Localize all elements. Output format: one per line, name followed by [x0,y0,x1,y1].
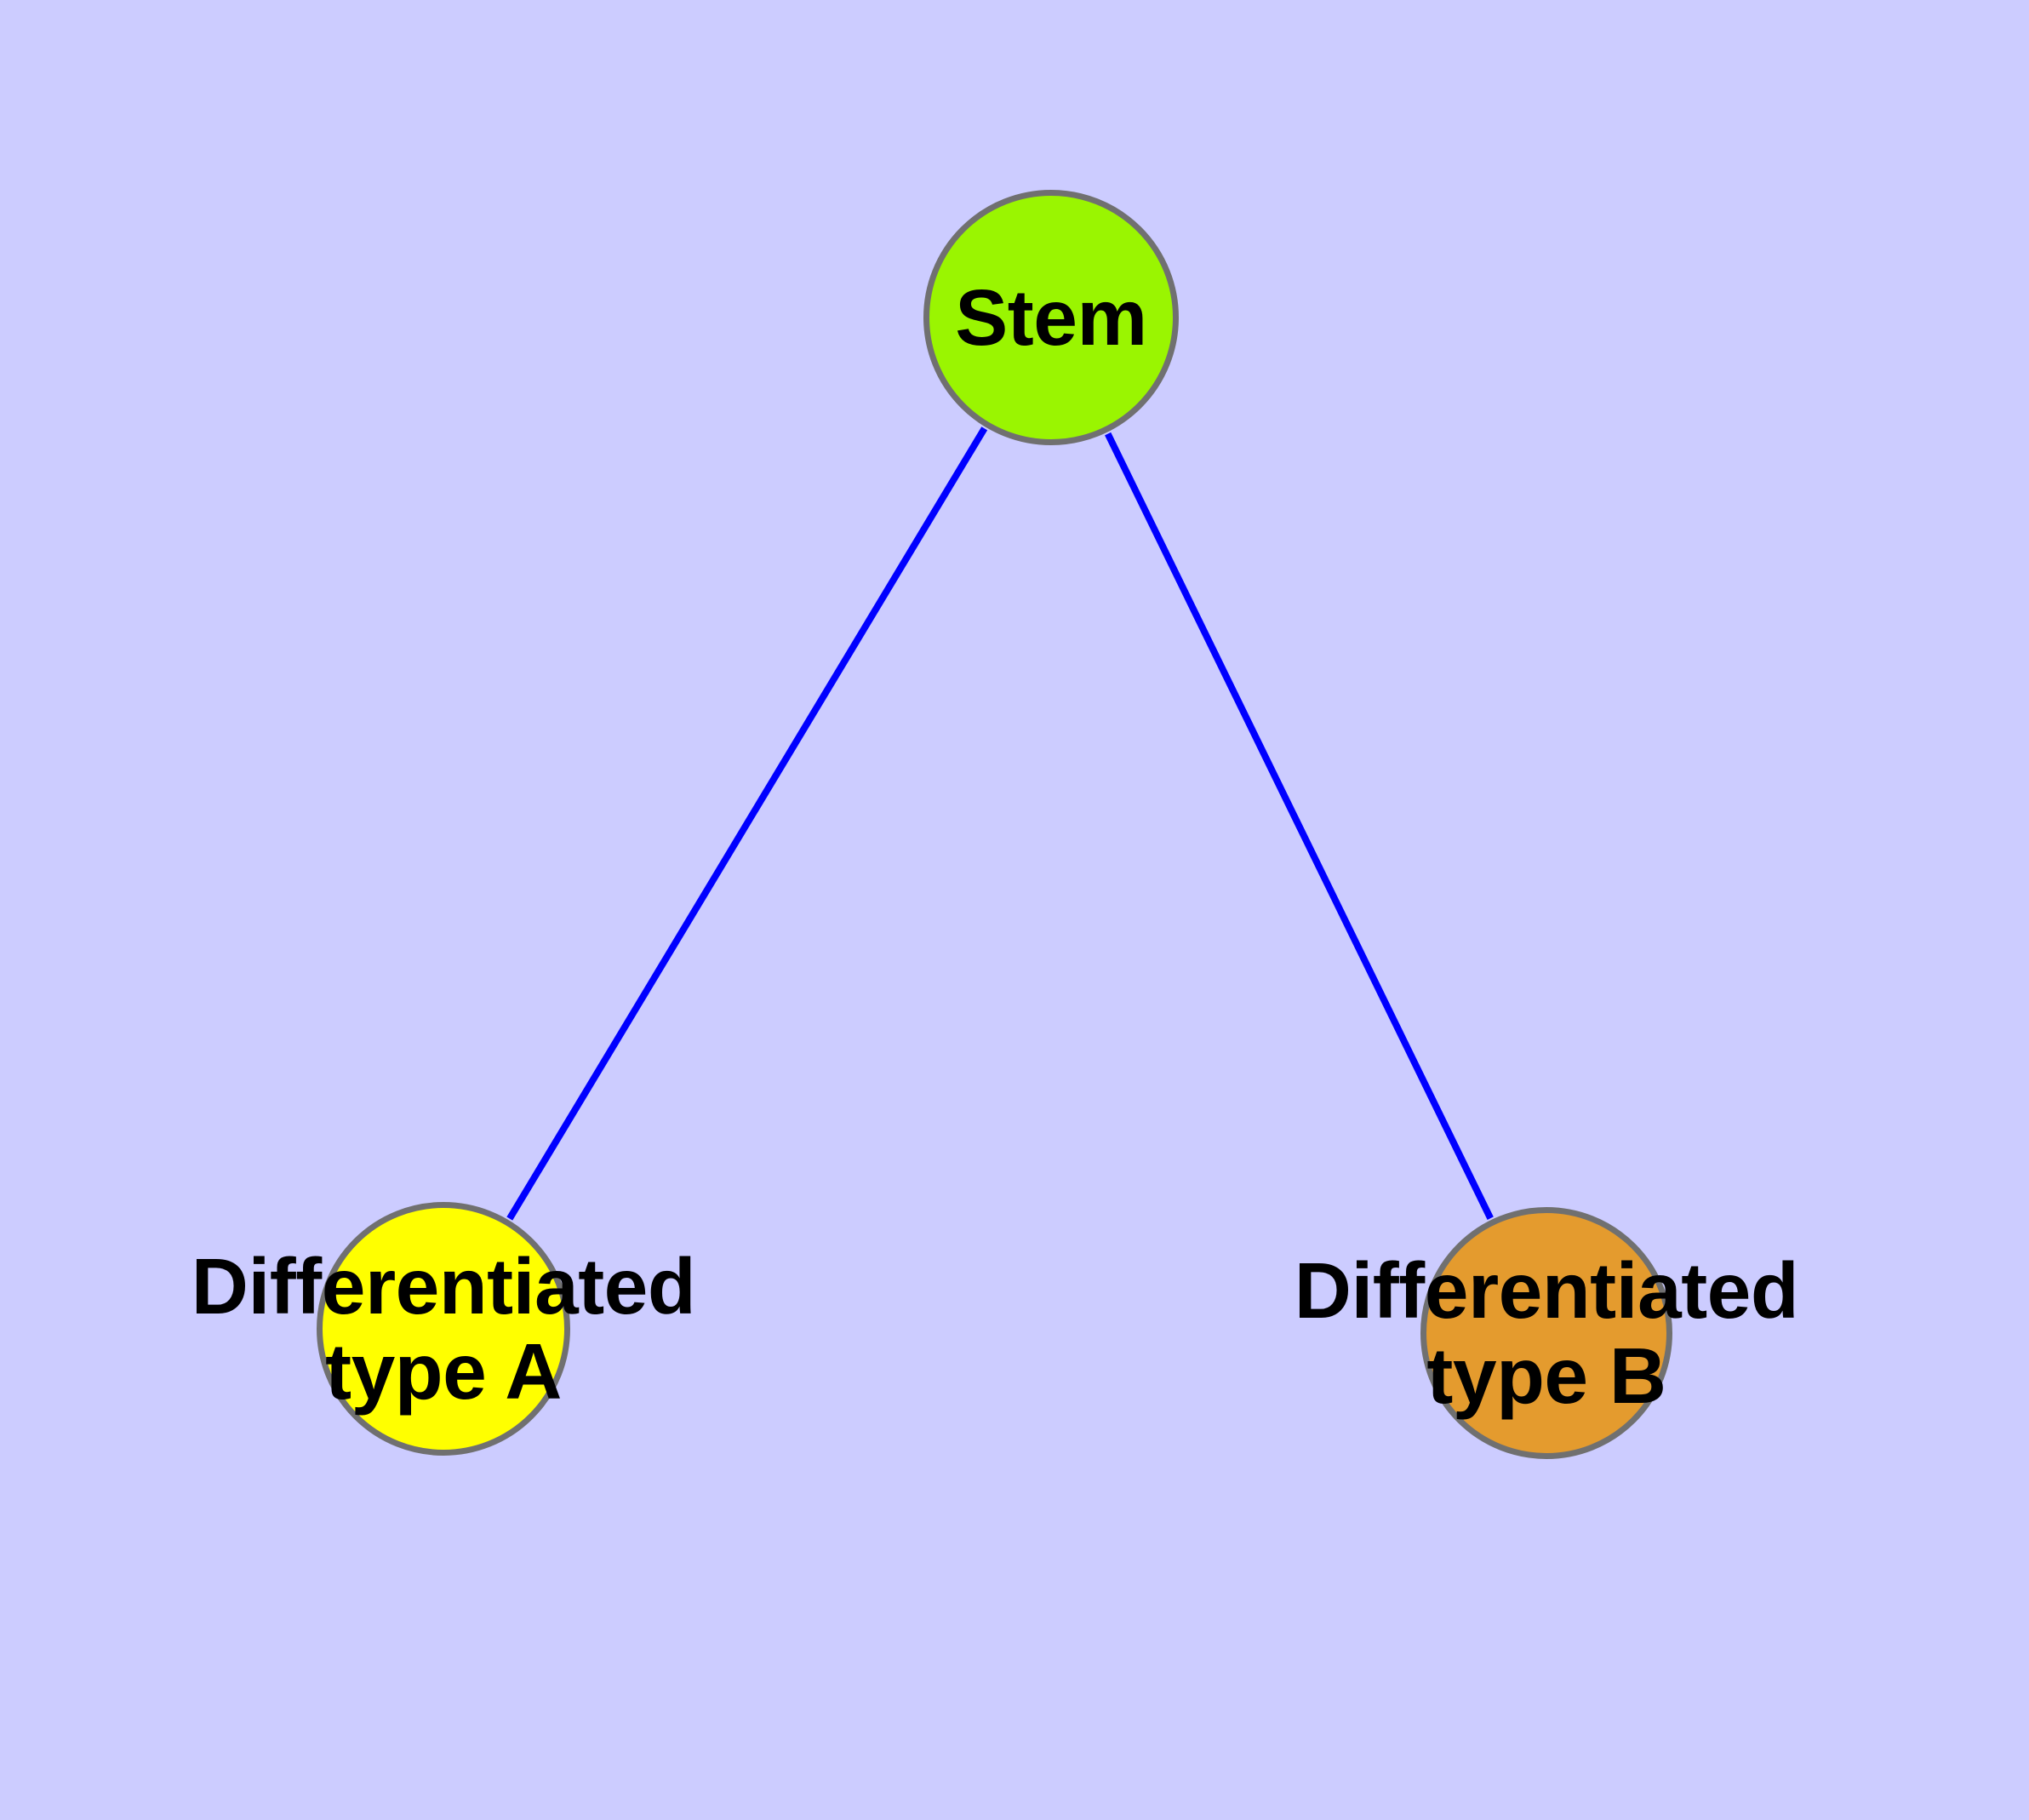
node-differentiated-type-a-circle[interactable] [317,1202,570,1456]
edge-stem-to-differentiated-type-a[interactable] [506,426,988,1221]
edge-layer [506,426,1494,1221]
node-layer [317,190,1672,1459]
node-stem-circle[interactable] [923,190,1179,445]
node-differentiated-type-b-circle[interactable] [1420,1207,1672,1459]
edge-stem-to-differentiated-type-b[interactable] [1105,432,1494,1220]
